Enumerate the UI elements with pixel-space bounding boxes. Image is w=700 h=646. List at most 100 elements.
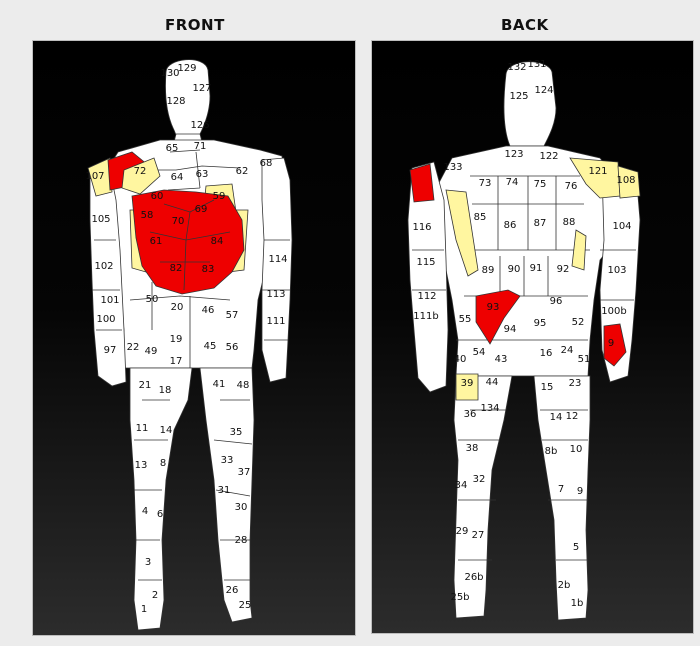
back-red-shoulder[interactable] xyxy=(410,164,434,202)
region-label: 88 xyxy=(563,217,576,228)
region-label: 107 xyxy=(85,171,104,182)
region-label: 41 xyxy=(213,379,226,390)
region-label: 74 xyxy=(506,177,519,188)
region-label: 94 xyxy=(504,324,517,335)
region-label: 82 xyxy=(170,263,183,274)
region-label: 8b xyxy=(545,446,558,457)
region-label: 18 xyxy=(159,385,172,396)
region-label: 87 xyxy=(534,218,547,229)
region-label: 9 xyxy=(577,486,583,497)
region-label: 4 xyxy=(142,506,148,517)
region-label: 61 xyxy=(150,236,163,247)
region-label: 21 xyxy=(139,380,152,391)
region-label: 22 xyxy=(127,342,140,353)
region-label: 39 xyxy=(461,378,474,389)
region-label: 62 xyxy=(236,166,249,177)
region-label: 46 xyxy=(202,305,215,316)
region-label: 6 xyxy=(157,509,163,520)
front-left-arm[interactable] xyxy=(262,158,292,382)
region-label: 25b xyxy=(450,592,469,603)
region-label: 134 xyxy=(480,403,499,414)
region-label: 131 xyxy=(527,59,546,70)
region-label: 126 xyxy=(190,120,209,131)
region-label: 40 xyxy=(454,354,467,365)
region-label: 100 xyxy=(96,314,115,325)
region-label: 114 xyxy=(268,254,287,265)
region-label: 36 xyxy=(464,409,477,420)
region-label: 68 xyxy=(260,158,273,169)
region-label: 7 xyxy=(558,484,564,495)
region-label: 133 xyxy=(443,162,462,173)
region-label: 14 xyxy=(550,412,563,423)
region-label: 35 xyxy=(230,427,243,438)
region-label: 71 xyxy=(194,141,207,152)
region-label: 1b xyxy=(571,598,584,609)
region-label: 105 xyxy=(91,214,110,225)
region-label: 12 xyxy=(566,411,579,422)
region-label: 11 xyxy=(136,423,149,434)
region-label: 29 xyxy=(456,526,469,537)
region-label: 56 xyxy=(226,342,239,353)
region-label: 111b xyxy=(413,311,438,322)
region-label: 92 xyxy=(557,264,570,275)
region-label: 70 xyxy=(172,216,185,227)
region-label: 2 xyxy=(152,590,158,601)
region-label: 26 xyxy=(226,585,239,596)
region-label: 9 xyxy=(608,338,614,349)
region-label: 121 xyxy=(588,166,607,177)
region-label: 50 xyxy=(146,294,159,305)
region-label: 125 xyxy=(509,91,528,102)
region-label: 32 xyxy=(473,474,486,485)
region-label: 16 xyxy=(540,348,553,359)
region-label: 25 xyxy=(239,600,252,611)
region-label: 45 xyxy=(204,341,217,352)
back-head[interactable] xyxy=(504,62,556,146)
region-label: 63 xyxy=(196,169,209,180)
region-label: 3 xyxy=(145,557,151,568)
region-label: 69 xyxy=(195,204,208,215)
region-label: 89 xyxy=(482,265,495,276)
region-label: 127 xyxy=(192,83,211,94)
region-label: 31 xyxy=(218,485,231,496)
region-label: 91 xyxy=(530,263,543,274)
region-label: 24 xyxy=(561,345,574,356)
region-label: 129 xyxy=(177,63,196,74)
region-label: 34 xyxy=(455,480,468,491)
region-label: 2b xyxy=(558,580,571,591)
region-label: 38 xyxy=(466,443,479,454)
region-label: 58 xyxy=(141,210,154,221)
region-label: 54 xyxy=(473,347,486,358)
region-label: 102 xyxy=(94,261,113,272)
region-label: 72 xyxy=(134,166,147,177)
region-label: 33 xyxy=(221,455,234,466)
region-label: 84 xyxy=(211,236,224,247)
region-label: 85 xyxy=(474,212,487,223)
region-label: 115 xyxy=(416,257,435,268)
region-label: 59 xyxy=(213,191,226,202)
region-label: 28 xyxy=(235,535,248,546)
region-label: 108 xyxy=(616,175,635,186)
region-label: 17 xyxy=(170,356,183,367)
region-label: 100b xyxy=(601,306,626,317)
region-label: 123 xyxy=(504,149,523,160)
region-label: 101 xyxy=(100,295,119,306)
region-label: 8 xyxy=(160,458,166,469)
region-label: 51 xyxy=(578,354,591,365)
region-label: 60 xyxy=(151,191,164,202)
region-label: 97 xyxy=(104,345,117,356)
region-label: 65 xyxy=(166,143,179,154)
region-label: 48 xyxy=(237,380,250,391)
region-label: 132 xyxy=(507,62,526,73)
region-label: 103 xyxy=(607,265,626,276)
region-label: 23 xyxy=(569,378,582,389)
region-label: 104 xyxy=(612,221,631,232)
region-label: 111 xyxy=(266,316,285,327)
front-right-leg[interactable] xyxy=(130,368,192,630)
region-label: 124 xyxy=(534,85,553,96)
region-label: 13 xyxy=(135,460,148,471)
region-label: 76 xyxy=(565,181,578,192)
region-label: 122 xyxy=(539,151,558,162)
region-label: 75 xyxy=(534,179,547,190)
region-label: 14 xyxy=(160,425,173,436)
